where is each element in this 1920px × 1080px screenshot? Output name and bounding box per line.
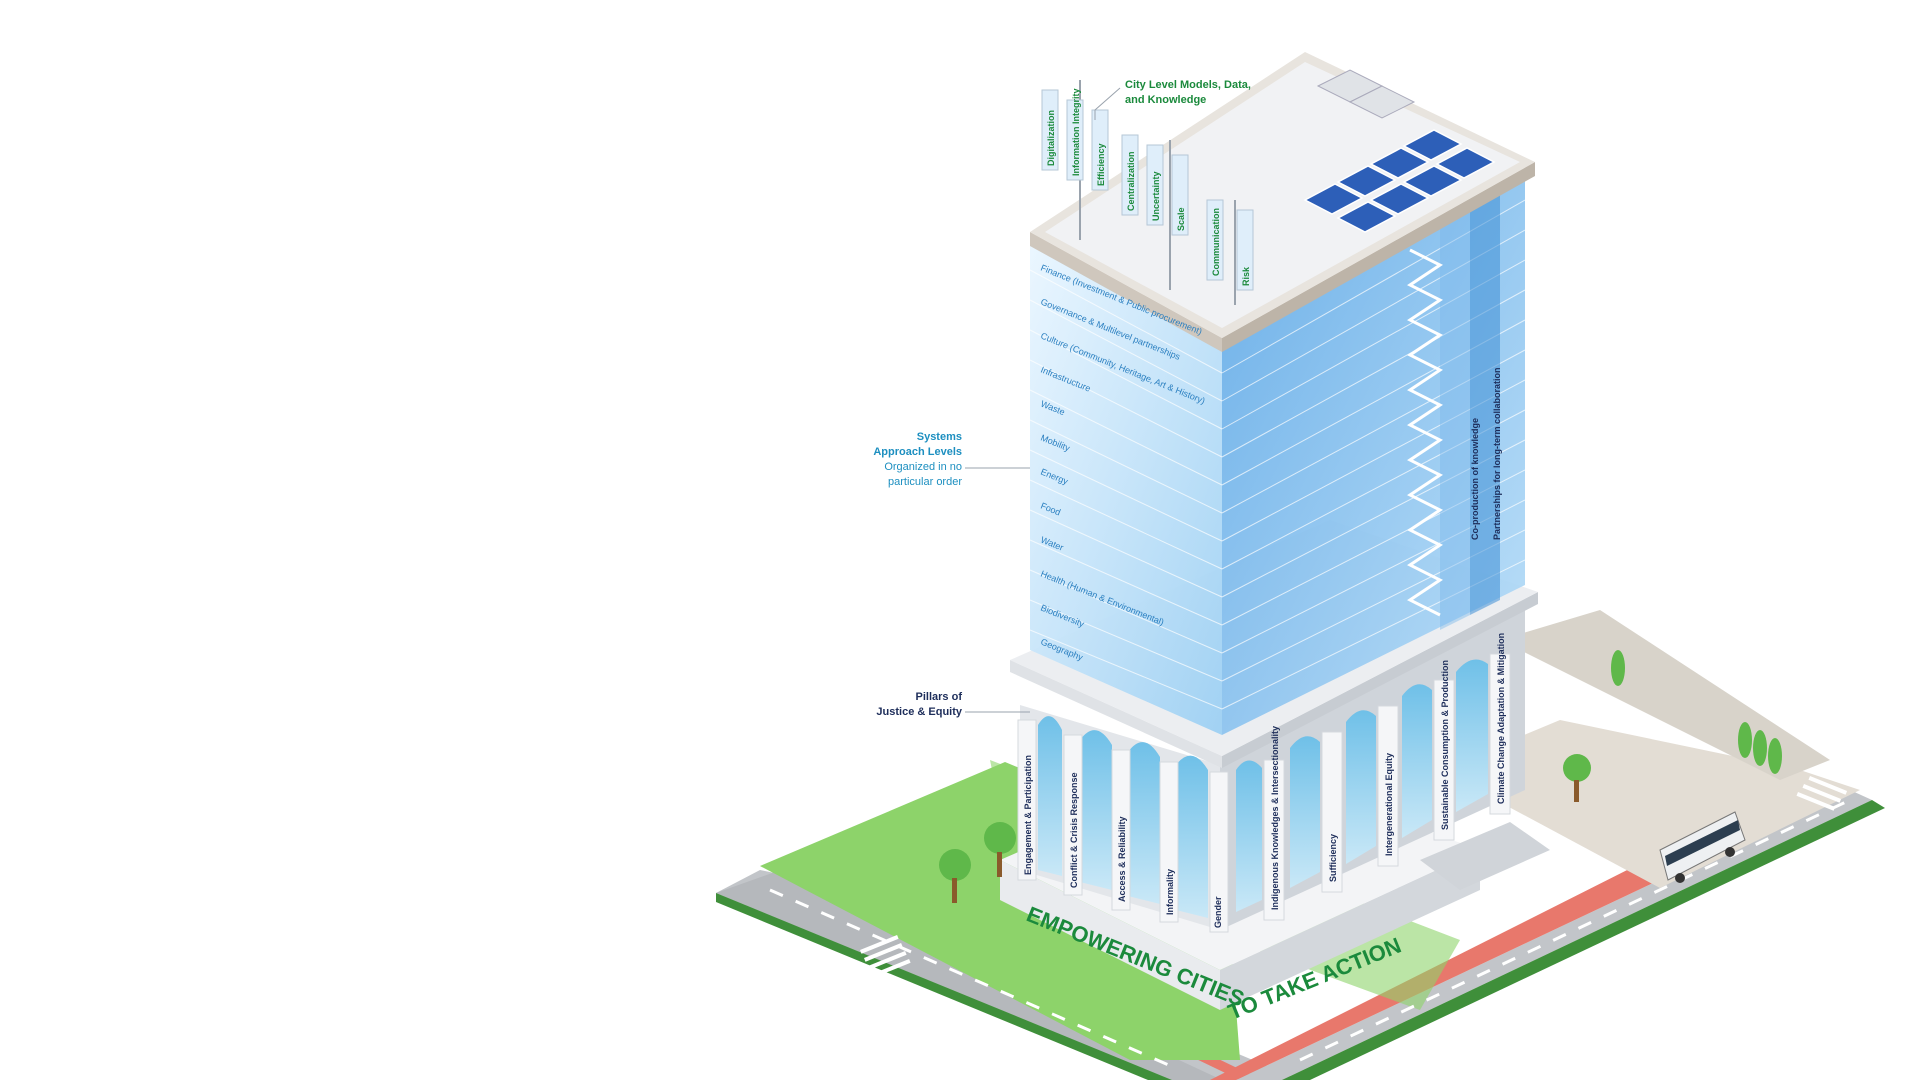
callout-systems-line3: Organized in no — [884, 461, 962, 473]
callout-pillars-line1: Pillars of — [915, 691, 962, 703]
right-column-label: Co-production of knowledge — [1470, 418, 1480, 540]
antenna-panel — [1121, 134, 1139, 216]
pillar-label: Conflict & Crisis Response — [1069, 772, 1079, 888]
antenna-label: Digitalization — [1046, 110, 1056, 166]
pillar-label: Sustainable Consumption & Production — [1440, 660, 1450, 830]
pillar-label: Intergenerational Equity — [1384, 753, 1394, 856]
antenna-label: Risk — [1241, 266, 1251, 286]
callout-systems-line4: particular order — [888, 476, 962, 488]
pillar-label: Sufficiency — [1328, 834, 1338, 882]
antenna-panel — [1146, 144, 1164, 226]
callout-city-level-line2: and Knowledge — [1125, 94, 1207, 106]
callout-city-level-line1: City Level Models, Data, — [1125, 79, 1251, 91]
antenna-panel — [1171, 154, 1189, 236]
callout-city-level: City Level Models, Data, and Knowledge — [1125, 78, 1251, 108]
pillar-labels: Engagement & Participation Conflict & Cri… — [1023, 633, 1506, 928]
antenna-label: Communication — [1211, 208, 1221, 276]
callout-systems-line1: Systems — [916, 431, 962, 443]
antenna-label: Scale — [1176, 207, 1186, 231]
antenna-label: Efficiency — [1096, 143, 1106, 186]
pillar-label: Access & Reliability — [1117, 816, 1127, 902]
pillar-label: Engagement & Participation — [1023, 755, 1033, 875]
pillar-label: Climate Change Adaptation & Mitigation — [1496, 633, 1506, 804]
callout-pillars-line2: Justice & Equity — [876, 706, 962, 718]
pillar-level — [1017, 605, 1525, 933]
leader-lines — [965, 87, 1121, 713]
pillar-label: Gender — [1213, 896, 1223, 928]
right-column-labels: Co-production of knowledge Partnerships f… — [1470, 367, 1502, 540]
antenna-label: Centralization — [1126, 151, 1136, 211]
antenna-panel — [1236, 209, 1254, 291]
callout-pillars: Pillars of Justice & Equity — [860, 690, 962, 720]
right-column-label: Partnerships for long-term collaboration — [1492, 367, 1502, 540]
pillar-label: Indigenous Knowledges & Intersectionalit… — [1270, 726, 1280, 910]
roof — [1030, 52, 1535, 352]
antenna-label: Information Integrity — [1071, 89, 1081, 177]
antenna-panel — [1091, 109, 1109, 191]
bus — [1659, 811, 1746, 883]
glass-tower — [1029, 170, 1526, 735]
trees — [939, 650, 1782, 903]
antenna-label: Uncertainty — [1151, 171, 1161, 221]
pillar-label: Informality — [1165, 869, 1175, 915]
callout-systems-line2: Approach Levels — [873, 446, 962, 458]
antenna-panel — [1066, 99, 1084, 181]
callout-systems-approach: Systems Approach Levels Organized in no … — [860, 430, 962, 490]
antenna-panel — [1206, 199, 1224, 281]
antenna-panel — [1041, 89, 1059, 171]
antennas — [1041, 80, 1254, 305]
